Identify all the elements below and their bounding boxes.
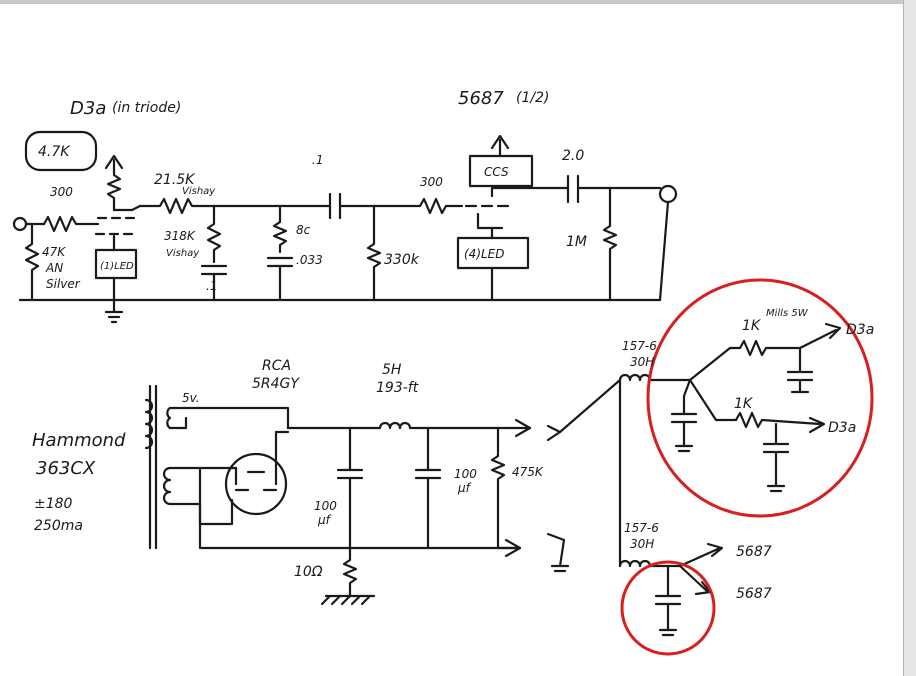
choke-resistance: 193-ft: [376, 380, 419, 396]
r1-brand: Mills 5W: [766, 308, 809, 319]
series-resistor-label: 21.5K: [154, 172, 196, 188]
triode-title-prefix: D3a: [70, 98, 106, 119]
cathode-r-callout-bubble: [24, 130, 98, 172]
transformer-volts: ±180: [34, 496, 73, 512]
out2-destination: 5687: [736, 586, 772, 602]
transformer-model: 363CX: [36, 458, 96, 479]
triode-title-note: (in triode): [112, 100, 181, 116]
power-supply-wiring: [144, 384, 532, 606]
output-resistor-label: 1M: [566, 234, 587, 250]
highlight-circle-5687-supply: [620, 560, 716, 656]
input-terminal: [12, 216, 28, 232]
grid-resistor-label: 330k: [384, 252, 420, 268]
r1-destination: D3a: [846, 322, 874, 338]
output-tube-name: 5687: [458, 88, 504, 109]
choke1-model: 157-6: [622, 339, 657, 353]
rc-cap-label: .033: [296, 253, 323, 267]
transformer-brand: Hammond: [32, 430, 126, 451]
r2-destination: D3a: [828, 420, 856, 436]
out1-destination: 5687: [736, 544, 772, 560]
output-terminal: [658, 184, 678, 204]
choke1-inductance: 30H: [630, 355, 654, 369]
cap1-unit: µf: [317, 513, 332, 527]
grid-stopper-label: 300: [420, 175, 443, 189]
cap2-value: 100: [454, 467, 477, 481]
input-resistor-note-2: Silver: [46, 277, 81, 291]
choke2-model: 157-6: [624, 521, 659, 535]
bleeder-resistor-label: 475K: [512, 465, 544, 479]
cathode-led-label: (1)LED: [100, 261, 134, 272]
cap1-value: 100: [314, 499, 337, 513]
input-resistor-label: 47K: [42, 245, 66, 259]
rectifier-tube-symbol: [224, 452, 288, 516]
shunt-resistor-brand: Vishay: [166, 248, 200, 259]
rc-resistor-label: 8c: [296, 223, 311, 237]
cathode-r-callout: 4.7K: [38, 144, 71, 160]
choke2-inductance: 30H: [630, 537, 654, 551]
cap2-unit: µf: [457, 481, 472, 495]
transformer-current: 250ma: [34, 518, 83, 534]
highlight-circle-d3a-supply: [646, 278, 874, 518]
r1-value: 1K: [742, 318, 762, 334]
output-cap-label: 2.0: [562, 148, 584, 164]
series-resistor-brand: Vishay: [182, 186, 216, 197]
r2-value: 1K: [734, 396, 754, 412]
window-right-edge: [903, 0, 916, 676]
coupling-cap-label: .1: [312, 153, 323, 167]
ccs-label: CCS: [484, 165, 509, 179]
shunt-cap-label: .1: [206, 279, 217, 293]
choke-inductance: 5H: [382, 362, 402, 378]
input-resistor-note-1: AN: [45, 261, 63, 275]
ground-resistor-label: 10Ω: [294, 564, 323, 580]
top-stage-wiring: [12, 134, 678, 324]
rectifier-brand: RCA: [262, 358, 291, 374]
output-led-label: (4)LED: [464, 247, 505, 261]
output-tube-note: (1/2): [516, 90, 549, 106]
shunt-resistor-label: 318K: [164, 229, 196, 243]
rectifier-tube: 5R4GY: [252, 376, 300, 392]
heater-label: 5v.: [182, 391, 200, 405]
plate-resistor-label: 300: [50, 185, 73, 199]
window-top-edge: [0, 0, 916, 4]
branch-supply-wiring: [546, 322, 842, 637]
